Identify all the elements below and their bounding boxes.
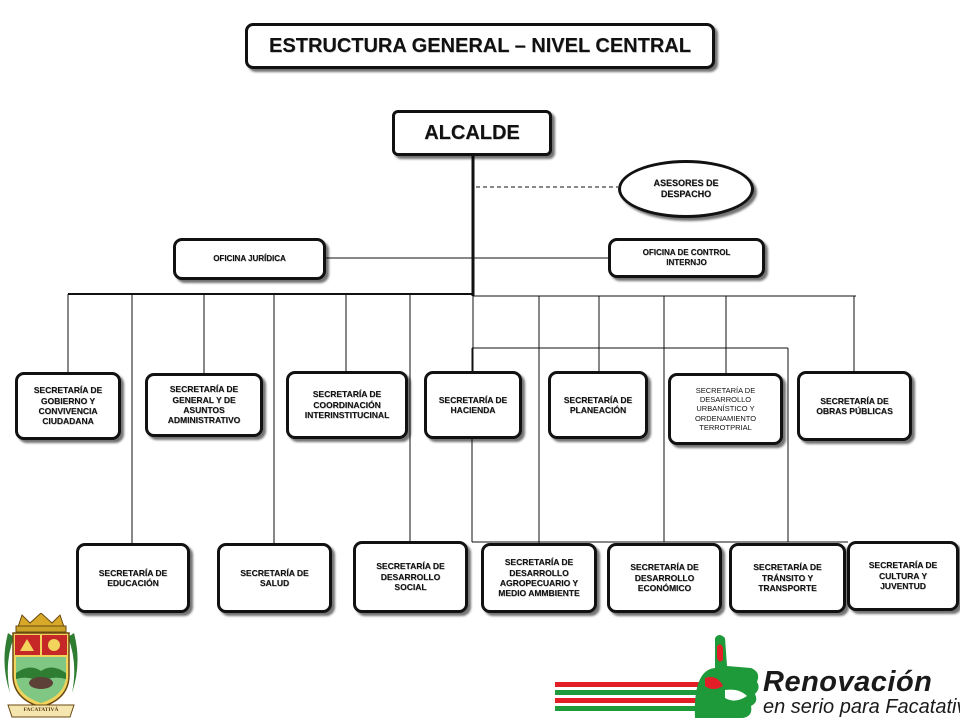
shield-emblem-icon	[4, 612, 78, 718]
renovacion-logo: Renovación en serio para Facatativá	[555, 630, 960, 720]
secretaria-transito-node: SECRETARÍA DE TRÁNSITO Y TRANSPORTE	[729, 543, 846, 613]
secretaria-coordinacion-node: SECRETARÍA DE COORDINACIÓN INTERINSTITUC…	[286, 371, 408, 439]
oficina-juridica-node: OFICINA JURÍDICA	[173, 238, 326, 280]
secretaria-desarrollo-economico-node: SECRETARÍA DE DESARROLLO ECONÓMICO	[607, 543, 722, 613]
oficina-control-interno-node: OFICINA DE CONTROL INTERNJO	[608, 238, 765, 278]
brand-sub-text: en serio para Facatativá	[763, 696, 960, 718]
facatativa-shield-logo: FACATATIVÁ	[0, 612, 82, 720]
secretaria-cultura-node: SECRETARÍA DE CULTURA Y JUVENTUD	[847, 541, 959, 611]
secretaria-general-node: SECRETARÍA DE GENERAL Y DE ASUNTOS ADMIN…	[145, 373, 263, 437]
secretaria-hacienda-node: SECRETARÍA DE HACIENDA	[424, 371, 522, 439]
secretaria-agropecuario-node: SECRETARÍA DE DESARROLLO AGROPECUARIO Y …	[481, 543, 597, 613]
brand-main-text: Renovación	[763, 666, 933, 698]
secretaria-educacion-node: SECRETARÍA DE EDUCACIÓN	[76, 543, 190, 613]
secretaria-gobierno-node: SECRETARÍA DE GOBIERNO Y CONVIVENCIA CIU…	[15, 372, 121, 440]
shield-label: FACATATIVÁ	[23, 707, 59, 713]
renovacion-stripes-icon	[555, 635, 759, 718]
alcalde-box: ALCALDE	[392, 110, 552, 156]
asesores-de-despacho-node: ASESORES DE DESPACHO	[618, 160, 754, 218]
secretaria-planeacion-node: SECRETARÍA DE PLANEACIÓN	[548, 371, 648, 439]
secretaria-salud-node: SECRETARÍA DE SALUD	[217, 543, 332, 613]
secretaria-obras-publicas-node: SECRETARÍA DE OBRAS PÚBLICAS	[797, 371, 912, 441]
page-title: ESTRUCTURA GENERAL – NIVEL CENTRAL	[245, 23, 715, 69]
secretaria-desarrollo-social-node: SECRETARÍA DE DESARROLLO SOCIAL	[353, 541, 468, 613]
secretaria-urbanistico-node: SECRETARÍA DE DESARROLLO URBANÍSTICO Y O…	[668, 373, 783, 445]
